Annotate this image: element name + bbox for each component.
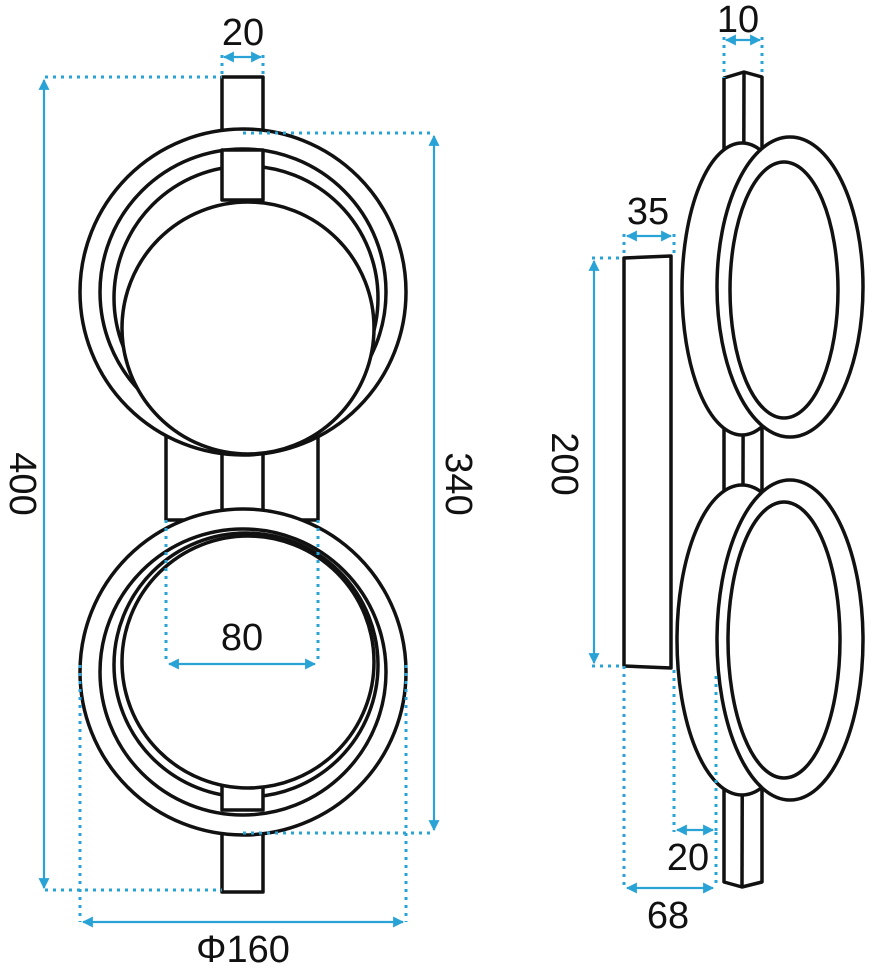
side-dimensions [588, 34, 764, 894]
front-lower-ring [78, 507, 408, 837]
front-dimensions [38, 51, 440, 928]
label-ring-offset: 20 [667, 837, 709, 879]
label-base-depth: 35 [627, 191, 669, 233]
front-view [78, 75, 408, 894]
label-base-height: 200 [543, 432, 585, 495]
label-side-bar-depth: 10 [717, 0, 759, 41]
label-inner-width: 80 [221, 617, 263, 659]
side-view [622, 70, 865, 889]
dimension-labels: 20 400 340 80 Φ160 10 35 200 20 68 [1, 0, 759, 968]
side-lower-ring [675, 478, 865, 802]
label-total-height: 400 [1, 452, 43, 515]
label-diameter: Φ160 [196, 929, 290, 968]
side-upper-ring [680, 135, 865, 439]
front-upper-ring [78, 127, 408, 457]
label-total-depth: 68 [647, 895, 689, 937]
label-bar-width: 20 [222, 12, 264, 54]
side-base-plate [622, 254, 673, 670]
label-ring-span: 340 [437, 452, 479, 515]
